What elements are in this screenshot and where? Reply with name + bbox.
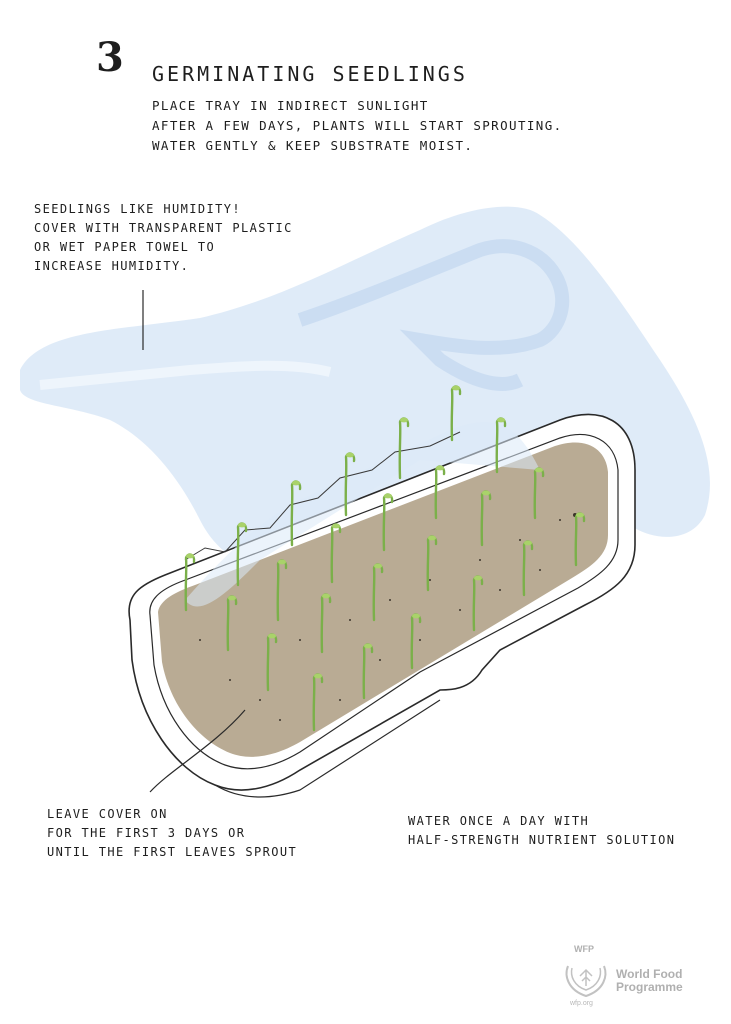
note-line: LEAVE COVER ON bbox=[47, 805, 297, 824]
step-instructions: PLACE TRAY IN INDIRECT SUNLIGHT AFTER A … bbox=[152, 96, 563, 156]
logo-url: wfp.org bbox=[570, 1000, 593, 1007]
step-number: 3 bbox=[96, 38, 124, 78]
humidity-note: SEEDLINGS LIKE HUMIDITY! COVER WITH TRAN… bbox=[34, 200, 293, 276]
logo-name: World Food Programme bbox=[616, 968, 683, 994]
note-line: FOR THE FIRST 3 DAYS OR bbox=[47, 824, 297, 843]
step-title: Germinating Seedlings bbox=[152, 62, 468, 86]
note-line: WATER ONCE A DAY WITH bbox=[408, 812, 675, 831]
note-line: HALF-STRENGTH NUTRIENT SOLUTION bbox=[408, 831, 675, 850]
wfp-wheat-emblem-icon bbox=[562, 956, 610, 1000]
note-line: UNTIL THE FIRST LEAVES SPROUT bbox=[47, 843, 297, 862]
wfp-logo: WFP World Food Programme wfp.org bbox=[558, 944, 728, 1014]
logo-name-line: Programme bbox=[616, 981, 683, 994]
note-line: COVER WITH TRANSPARENT PLASTIC bbox=[34, 219, 293, 238]
instruction-line: AFTER A FEW DAYS, PLANTS WILL START SPRO… bbox=[152, 116, 563, 136]
note-line: OR WET PAPER TOWEL TO bbox=[34, 238, 293, 257]
logo-abbr: WFP bbox=[574, 944, 594, 954]
note-line: SEEDLINGS LIKE HUMIDITY! bbox=[34, 200, 293, 219]
water-note: WATER ONCE A DAY WITH HALF-STRENGTH NUTR… bbox=[408, 812, 675, 850]
note-line: INCREASE HUMIDITY. bbox=[34, 257, 293, 276]
instruction-line: PLACE TRAY IN INDIRECT SUNLIGHT bbox=[152, 96, 563, 116]
cover-note: LEAVE COVER ON FOR THE FIRST 3 DAYS OR U… bbox=[47, 805, 297, 862]
instruction-line: WATER GENTLY & KEEP SUBSTRATE MOIST. bbox=[152, 136, 563, 156]
